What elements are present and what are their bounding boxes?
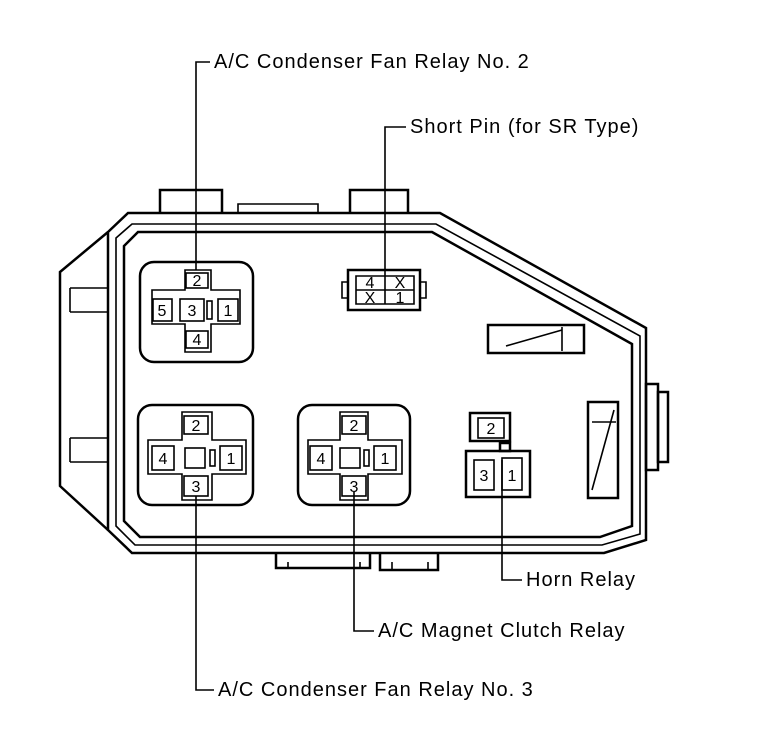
svg-text:1: 1 xyxy=(224,303,233,320)
fan-relay-3: 2 4 1 3 xyxy=(136,403,255,507)
top-tabs xyxy=(158,188,410,213)
fan-relay-2-pin-4 xyxy=(185,330,209,349)
svg-text:3: 3 xyxy=(192,479,201,496)
svg-text:1: 1 xyxy=(508,468,517,485)
relay-block-housing xyxy=(106,211,648,555)
fan-relay-2-pin-1 xyxy=(217,298,239,322)
svg-text:2: 2 xyxy=(350,418,359,435)
svg-text:4: 4 xyxy=(366,275,375,292)
fan-relay-2-pin-2 xyxy=(185,272,209,289)
bottom-tabs xyxy=(274,553,440,572)
svg-text:X: X xyxy=(395,275,406,292)
right-side-connector xyxy=(644,382,670,472)
fuse-slot-upper xyxy=(486,323,586,355)
magnet-clutch-pin-4 xyxy=(309,445,333,471)
short-pin-connector: 4 X X 1 xyxy=(341,268,427,312)
magnet-clutch-pin-1 xyxy=(373,445,397,471)
svg-text:2: 2 xyxy=(487,421,496,438)
svg-text:3: 3 xyxy=(188,303,197,320)
svg-text:4: 4 xyxy=(193,332,202,349)
fuse-slot-right xyxy=(586,400,620,500)
svg-text:1: 1 xyxy=(396,290,405,307)
leader-lines xyxy=(195,61,522,691)
callout-short-pin: Short Pin (for SR Type) xyxy=(410,116,640,138)
magnet-clutch-relay: 2 4 1 3 xyxy=(296,403,412,507)
callout-horn-relay: Horn Relay xyxy=(526,569,637,591)
svg-text:1: 1 xyxy=(381,451,390,468)
svg-text:4: 4 xyxy=(159,451,168,468)
svg-text:3: 3 xyxy=(480,468,489,485)
svg-text:3: 3 xyxy=(350,479,359,496)
svg-text:X: X xyxy=(365,290,376,307)
callout-fan-relay-2: A/C Condenser Fan Relay No. 2 xyxy=(214,51,530,73)
horn-relay: 2 3 1 xyxy=(464,411,532,499)
svg-text:2: 2 xyxy=(192,418,201,435)
left-side-mount xyxy=(58,231,109,531)
svg-text:4: 4 xyxy=(317,451,326,468)
svg-text:5: 5 xyxy=(158,303,167,320)
callout-magnet-clutch: A/C Magnet Clutch Relay xyxy=(378,620,626,642)
fan-relay-2-pin-3 xyxy=(179,298,205,322)
svg-text:1: 1 xyxy=(227,451,236,468)
fan-relay-3-pin-4 xyxy=(151,445,175,471)
svg-text:2: 2 xyxy=(193,273,202,290)
magnet-clutch-pin-2 xyxy=(341,415,367,435)
fan-relay-3-pin-1 xyxy=(219,445,243,471)
fan-relay-2: 2 5 3 1 4 xyxy=(138,260,255,364)
fan-relay-3-pin-2 xyxy=(183,415,209,435)
fan-relay-2-pin-5 xyxy=(152,298,173,322)
callout-fan-relay-3: A/C Condenser Fan Relay No. 3 xyxy=(218,679,534,701)
